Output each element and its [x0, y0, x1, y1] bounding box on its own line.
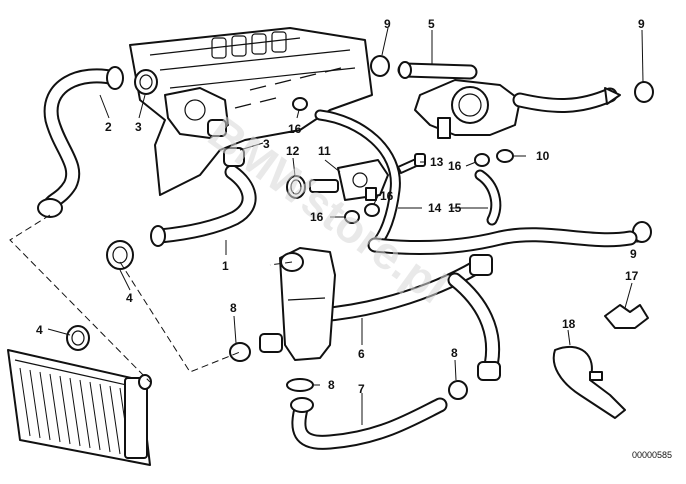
callout-6: 6	[358, 347, 365, 361]
hose-lower-right	[447, 272, 501, 381]
pipe-stub	[259, 333, 283, 353]
callout-3-upper: 3	[135, 120, 142, 134]
engine-block	[129, 27, 373, 196]
callout-7: 7	[358, 382, 365, 396]
clamp-16-d	[474, 153, 490, 167]
hose-clamp-4-left	[106, 240, 134, 270]
clip-17	[604, 304, 649, 329]
callout-15: 15	[448, 201, 462, 215]
hose-clamp-3-upper	[134, 69, 158, 95]
hose-7	[290, 397, 448, 450]
radiator	[7, 349, 152, 466]
diagram-code: 00000585	[632, 450, 672, 460]
callout-4-middle: 4	[126, 291, 133, 305]
callout-8-left: 8	[230, 301, 237, 315]
valve-11	[309, 159, 389, 201]
callout-13: 13	[430, 155, 444, 169]
callout-4-radiator: 4	[36, 323, 43, 337]
clamp-16-a	[292, 97, 308, 111]
callout-16-c: 16	[310, 210, 324, 224]
bolt-13	[397, 153, 426, 174]
callout-2: 2	[105, 120, 112, 134]
hose-clamp-8-left	[229, 342, 251, 362]
callout-14: 14	[428, 201, 442, 215]
callout-9-right: 9	[638, 17, 645, 31]
callout-labels: 1 2 3 3 4 4 5 6 7 8 8 8 9 9 9 10 11 12 1…	[36, 17, 645, 396]
hose-clamp-8-bottom	[286, 378, 314, 392]
hose-15	[474, 169, 502, 226]
hose-clamp-8-right	[448, 380, 468, 400]
callout-10: 10	[536, 149, 550, 163]
hose-clamp-9-left	[370, 55, 390, 77]
expansion-tank	[279, 247, 336, 361]
callout-3-lower: 3	[263, 137, 270, 151]
clamp-16-b	[364, 203, 380, 217]
clamp-10	[496, 149, 514, 163]
hose-clamp-9-right	[634, 81, 654, 103]
hose-2	[37, 66, 124, 218]
callout-12: 12	[286, 144, 300, 158]
hose-5	[397, 61, 621, 113]
hose-1	[150, 147, 257, 247]
callout-17: 17	[625, 269, 639, 283]
callout-8-bottom: 8	[328, 378, 335, 392]
hose-6	[312, 227, 638, 323]
callout-16-b: 16	[380, 189, 394, 203]
strap-18	[552, 345, 626, 419]
callout-1: 1	[222, 259, 229, 273]
callout-11: 11	[318, 144, 331, 158]
callout-8-right: 8	[451, 346, 458, 360]
hose-14	[314, 109, 401, 251]
callout-9-left: 9	[384, 17, 391, 31]
seal-ring-12	[286, 175, 306, 199]
leader-lines	[47, 27, 644, 425]
callout-16-a: 16	[288, 122, 302, 136]
callout-5: 5	[428, 17, 435, 31]
hose-clamp-4-lower	[66, 325, 90, 351]
callout-16-d: 16	[448, 159, 462, 173]
reference-lines	[9, 214, 293, 383]
callout-18: 18	[562, 317, 576, 331]
callout-9-lower: 9	[630, 247, 637, 261]
throttle-body	[414, 79, 521, 139]
